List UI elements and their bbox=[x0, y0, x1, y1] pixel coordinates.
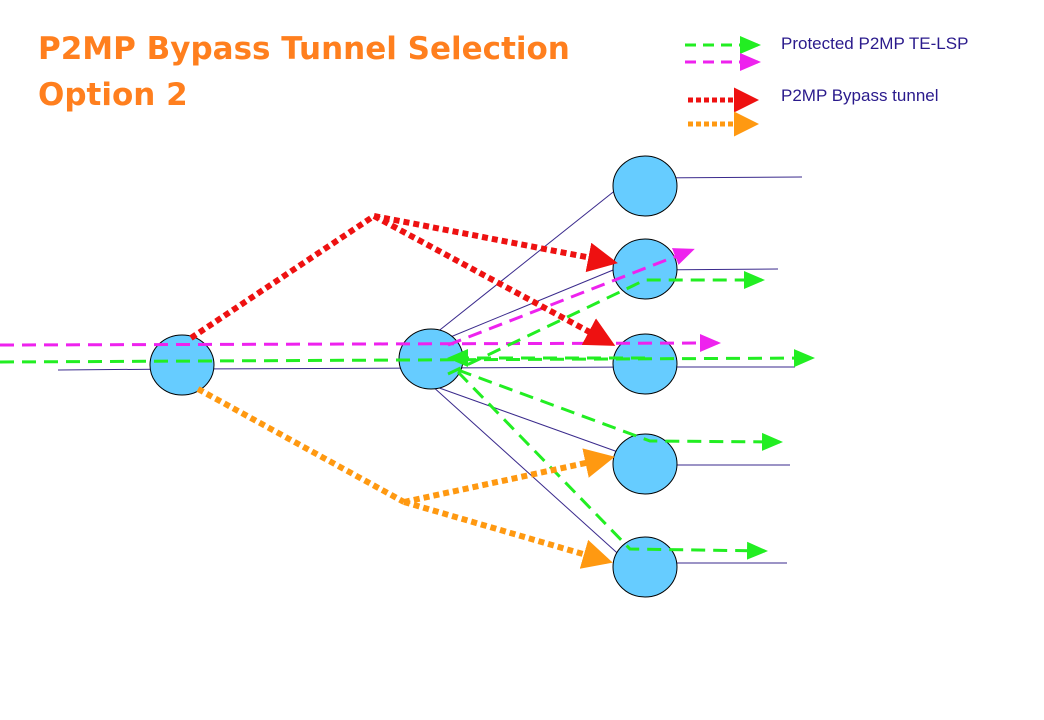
node-top bbox=[612, 155, 678, 217]
title-line-1: P2MP Bypass Tunnel Selection bbox=[38, 31, 570, 67]
title-line-2: Option 2 bbox=[38, 77, 188, 113]
nodes bbox=[149, 155, 678, 598]
slide-title: P2MP Bypass Tunnel Selection Option 2 bbox=[38, 26, 698, 118]
red-mid-to-c bbox=[372, 213, 616, 346]
orange-mid-to-e bbox=[403, 448, 615, 505]
red-mid-to-d bbox=[373, 213, 618, 273]
node-c bbox=[612, 333, 678, 395]
node-f bbox=[612, 536, 678, 598]
link-a-b bbox=[181, 367, 432, 370]
legend bbox=[685, 36, 761, 137]
node-a bbox=[149, 334, 215, 396]
green-to-e bbox=[457, 368, 783, 451]
bypass-tunnel-orange bbox=[196, 386, 615, 569]
protected-lsp-green bbox=[0, 271, 815, 560]
green-to-f bbox=[456, 370, 768, 560]
bypass-tunnel-red bbox=[189, 213, 618, 346]
node-e bbox=[612, 433, 678, 495]
magenta-main bbox=[0, 334, 721, 353]
green-to-d bbox=[447, 271, 765, 376]
link-b-top bbox=[430, 184, 623, 338]
link-b-e bbox=[430, 384, 619, 453]
legend-label-protected: Protected P2MP TE-LSP bbox=[781, 34, 969, 53]
orange-a-to-mid bbox=[196, 386, 406, 505]
orange-mid-to-f bbox=[403, 499, 613, 569]
link-b-f bbox=[430, 384, 626, 561]
link-b-c bbox=[430, 366, 646, 369]
link-b-d bbox=[430, 267, 619, 346]
red-a-to-mid bbox=[189, 213, 376, 341]
green-main bbox=[0, 349, 815, 368]
legend-label-bypass: P2MP Bypass tunnel bbox=[781, 86, 939, 105]
